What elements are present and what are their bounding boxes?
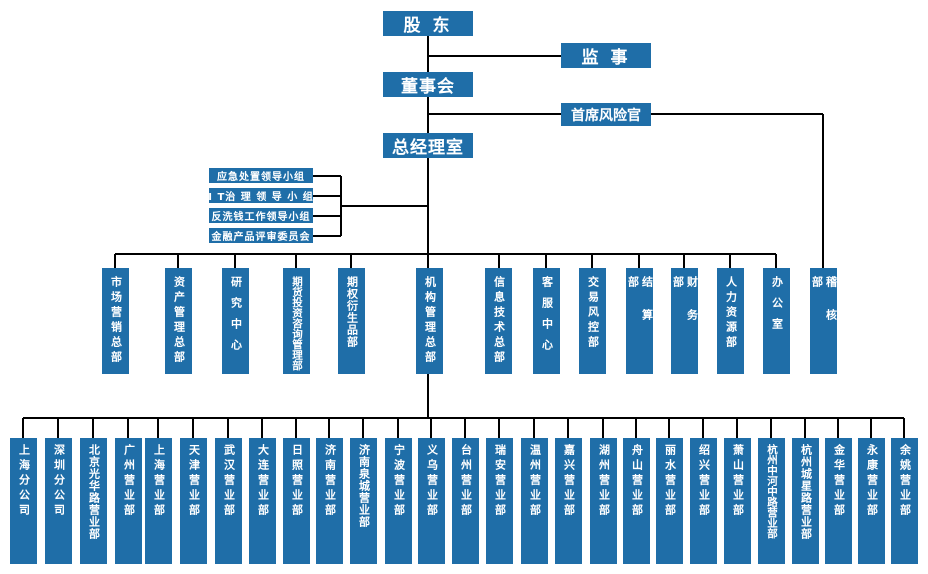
branch-box: 杭州城星路营业部 [792, 438, 819, 564]
gm-office-box: 总经理室 [383, 133, 473, 158]
committee-box: 反洗钱工作领导小组 [209, 208, 313, 223]
branch-box: 深圳分公司 [45, 438, 72, 564]
department-box: 人力资源部 [717, 268, 744, 374]
branch-box: 湖州营业部 [590, 438, 617, 564]
branch-box: 金华营业部 [825, 438, 852, 564]
committee-box: 应急处置领导小组 [209, 168, 313, 183]
branch-box: 济南泉城营业部 [350, 438, 377, 564]
department-box: 市场营销总部 [102, 268, 129, 374]
department-box: 稽核部 [810, 268, 838, 374]
branch-box: 瑞安营业部 [486, 438, 513, 564]
branch-box: 上海分公司 [10, 438, 37, 564]
department-box: 机构管理总部 [416, 268, 443, 374]
department-box: 期权衍生品部 [338, 268, 365, 374]
supervisor-box: 监 事 [561, 43, 651, 68]
branch-box: 丽水营业部 [656, 438, 683, 564]
branch-box: 余姚营业部 [891, 438, 918, 564]
branch-box: 舟山营业部 [623, 438, 650, 564]
department-box: 财务部 [671, 268, 699, 374]
department-box: 期货投资咨询管理部 [283, 268, 310, 374]
cro-box: 首席风险官 [561, 103, 651, 126]
branch-box: 上海营业部 [145, 438, 172, 564]
branch-box: 杭州中河中路营业部 [758, 438, 785, 564]
branch-box: 武汉营业部 [215, 438, 242, 564]
department-box: 办公室 [763, 268, 790, 374]
branch-box: 台州营业部 [452, 438, 479, 564]
department-box: 信息技术总部 [485, 268, 512, 374]
board-box: 董事会 [383, 72, 473, 97]
branch-box: 北京光华路营业部 [80, 438, 107, 564]
department-box: 结算部 [626, 268, 654, 374]
branch-box: 嘉兴营业部 [555, 438, 582, 564]
department-box: 客服中心 [533, 268, 560, 374]
branch-box: 日照营业部 [283, 438, 310, 564]
branch-box: 永康营业部 [858, 438, 885, 564]
branch-box: 济南营业部 [316, 438, 343, 564]
department-box: 交易风控部 [579, 268, 606, 374]
branch-box: 绍兴营业部 [690, 438, 717, 564]
branch-box: 温州营业部 [521, 438, 548, 564]
branch-box: 义乌营业部 [418, 438, 445, 564]
branch-box: 大连营业部 [249, 438, 276, 564]
branch-box: 宁波营业部 [385, 438, 412, 564]
shareholders-box: 股 东 [383, 11, 473, 36]
department-box: 资产管理总部 [165, 268, 192, 374]
committee-box: I T治 理 领 导 小 组 [208, 188, 313, 203]
branch-box: 广州营业部 [115, 438, 142, 564]
committee-box: 金融产品评审委员会 [209, 228, 313, 243]
branch-box: 天津营业部 [180, 438, 207, 564]
branch-box: 萧山营业部 [724, 438, 751, 564]
department-box: 研究中心 [222, 268, 249, 374]
